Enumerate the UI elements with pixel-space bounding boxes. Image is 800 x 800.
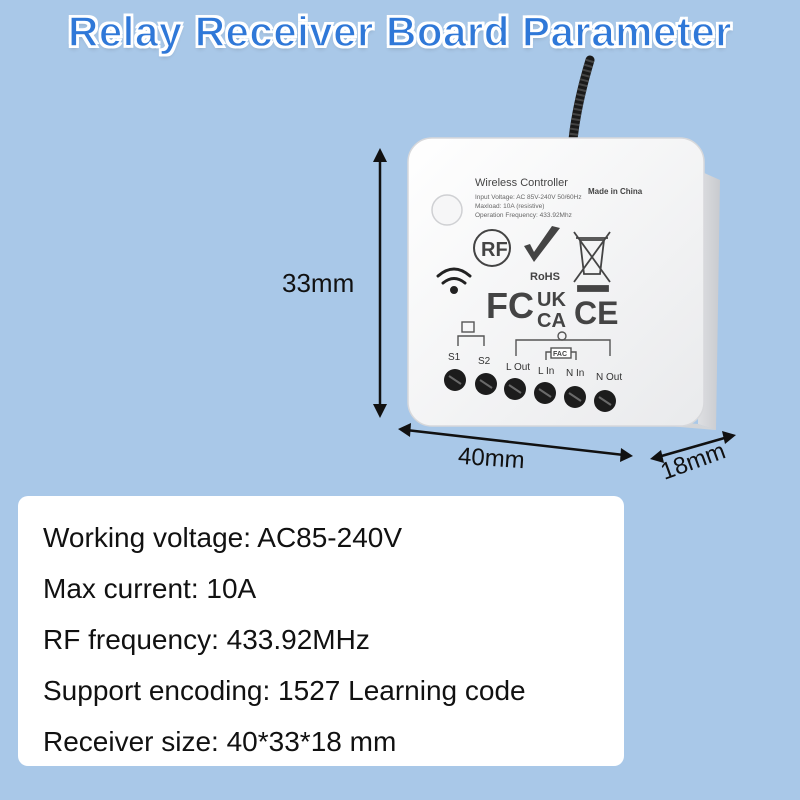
terminal-labels: S1 S2 L Out L In N In N Out — [448, 352, 622, 383]
height-dimension-label: 33mm — [282, 268, 355, 298]
spec-panel: Working voltage: AC85-240V Max current: … — [18, 496, 624, 766]
device-front — [407, 137, 705, 427]
spec-encoding: Support encoding: 1527 Learning code — [43, 675, 526, 706]
device-maxload-label: Maxload: 10A (resistive) — [475, 203, 544, 210]
rohs-check-icon — [524, 226, 560, 262]
width-arrow — [405, 428, 625, 457]
terminal-label-n-out: N Out — [596, 372, 622, 383]
dimension-arrows — [373, 148, 736, 463]
spec-receiver-size: Receiver size: 40*33*18 mm — [43, 726, 397, 757]
terminal-label-l-out: L Out — [506, 362, 530, 373]
terminal-label-n-in: N In — [566, 368, 584, 379]
depth-arrow — [657, 435, 729, 459]
rohs-mark-text: RoHS — [530, 271, 560, 283]
device-name-label: Wireless Controller — [475, 177, 568, 189]
terminal-label-s2: S2 — [478, 356, 491, 367]
wifi-icon — [436, 267, 472, 294]
device-frequency-label: Operation Frequency: 433.92Mhz — [475, 212, 572, 219]
ukca-mark-top: UK — [537, 289, 566, 311]
fc-mark-text: FC — [486, 285, 534, 326]
device-voltage-label: Input Voltage: AC 85V-240V 50/60Hz — [475, 194, 582, 201]
width-dimension-label: 40mm — [457, 442, 526, 475]
terminal-label-s1: S1 — [448, 352, 461, 363]
screw-terminals — [444, 369, 616, 412]
rf-mark-icon — [473, 229, 511, 267]
fac-mark-text: FAC — [553, 351, 567, 358]
ce-mark-text: CE — [574, 295, 618, 331]
spec-rf-frequency: RF frequency: 433.92MHz — [43, 624, 370, 655]
rf-mark-text: RF — [481, 239, 508, 261]
page-title: Relay Receiver Board Parameter — [67, 7, 733, 56]
terminal-label-l-in: L In — [538, 366, 554, 377]
wiring-diagram — [457, 321, 611, 360]
device-origin-label: Made in China — [588, 187, 643, 196]
learn-button — [431, 194, 463, 226]
antenna-wire — [567, 55, 595, 155]
ukca-mark-bottom: CA — [537, 310, 566, 332]
spec-max-current: Max current: 10A — [43, 573, 257, 604]
spec-working-voltage: Working voltage: AC85-240V — [43, 522, 403, 553]
weee-bin-icon — [573, 231, 611, 292]
